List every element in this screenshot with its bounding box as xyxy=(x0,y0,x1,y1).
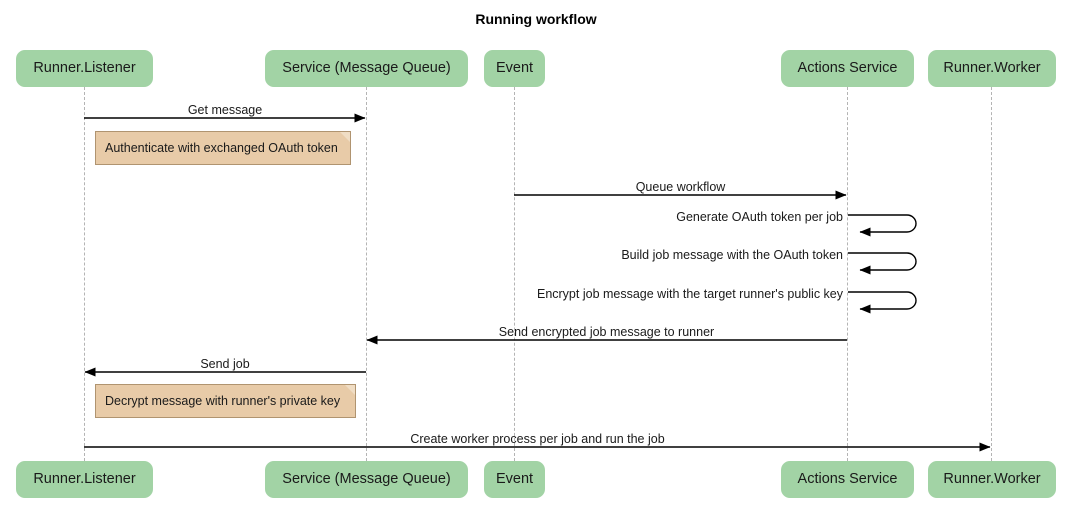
lifeline-event xyxy=(514,87,515,461)
participant-actions-service-top[interactable]: Actions Service xyxy=(781,50,914,87)
lifeline-runner-listener xyxy=(84,87,85,461)
label-create-worker-process-per-job-and-run-the-job: Create worker process per job and run th… xyxy=(410,432,665,446)
note-text: Decrypt message with runner's private ke… xyxy=(105,394,341,408)
note-fold-inner-icon xyxy=(345,385,355,395)
participant-service-message-queue-bottom[interactable]: Service (Message Queue) xyxy=(265,461,468,498)
participant-runner-worker-top[interactable]: Runner.Worker xyxy=(928,50,1056,87)
label-send-encrypted-job-message-to-runner: Send encrypted job message to runner xyxy=(498,325,715,339)
note-authenticate-with-exchanged-oauth-token: Authenticate with exchanged OAuth token xyxy=(95,131,351,165)
note-fold-inner-icon xyxy=(340,132,350,142)
lifeline-runner-worker xyxy=(991,87,992,461)
participant-service-message-queue-top[interactable]: Service (Message Queue) xyxy=(265,50,468,87)
label-get-message: Get message xyxy=(187,103,263,117)
label-build-job-message-with-the-oauth-token: Build job message with the OAuth token xyxy=(621,248,843,262)
arrow-encrypt-job-message-with-the-target-runners-public-key xyxy=(848,291,917,314)
participant-event-top[interactable]: Event xyxy=(484,50,545,87)
arrow-build-job-message-with-the-oauth-token xyxy=(848,252,917,275)
lifeline-actions-service xyxy=(847,87,848,461)
lifeline-service-message-queue xyxy=(366,87,367,461)
label-encrypt-job-message-with-the-target-runners-public-key: Encrypt job message with the target runn… xyxy=(536,287,843,301)
label-send-job: Send job xyxy=(200,357,250,371)
participant-actions-service-bottom[interactable]: Actions Service xyxy=(781,461,914,498)
diagram-title: Running workflow xyxy=(475,11,597,27)
note-text: Authenticate with exchanged OAuth token xyxy=(105,141,338,155)
participant-runner-listener-bottom[interactable]: Runner.Listener xyxy=(16,461,153,498)
participant-event-bottom[interactable]: Event xyxy=(484,461,545,498)
participant-runner-listener-top[interactable]: Runner.Listener xyxy=(16,50,153,87)
participant-runner-worker-bottom[interactable]: Runner.Worker xyxy=(928,461,1056,498)
label-queue-workflow: Queue workflow xyxy=(635,180,726,194)
label-generate-oauth-token-per-job: Generate OAuth token per job xyxy=(676,210,843,224)
note-decrypt-message-with-runners-private-key: Decrypt message with runner's private ke… xyxy=(95,384,356,418)
arrow-generate-oauth-token-per-job xyxy=(848,214,917,237)
